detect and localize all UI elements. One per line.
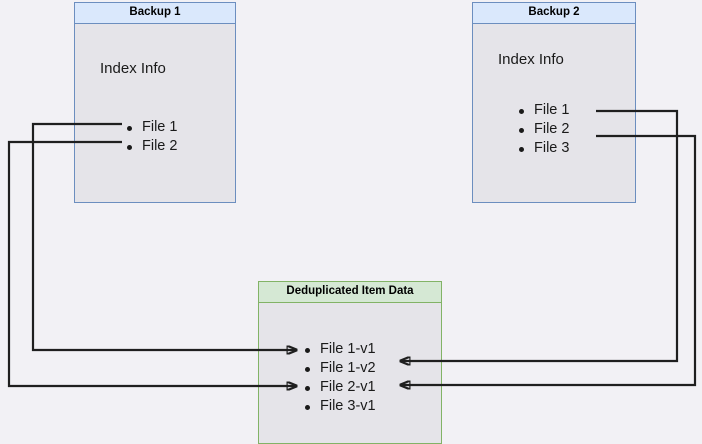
backup-1-file-list: File 1 File 2 bbox=[127, 118, 177, 156]
list-item[interactable]: File 1 bbox=[127, 118, 177, 137]
list-item[interactable]: File 1 bbox=[519, 101, 569, 120]
list-item[interactable]: File 3-v1 bbox=[305, 397, 376, 416]
list-item[interactable]: File 1-v1 bbox=[305, 340, 376, 359]
deduplicated-file-list: File 1-v1 File 1-v2 File 2-v1 File 3-v1 bbox=[305, 340, 376, 416]
list-item[interactable]: File 2 bbox=[519, 120, 569, 139]
backup-2-header: Backup 2 bbox=[473, 3, 635, 24]
backup-2-section-label: Index Info bbox=[498, 51, 564, 68]
list-item[interactable]: File 2-v1 bbox=[305, 378, 376, 397]
backup-1-header: Backup 1 bbox=[75, 3, 235, 24]
backup-2-file-list: File 1 File 2 File 3 bbox=[519, 101, 569, 158]
list-item[interactable]: File 1-v2 bbox=[305, 359, 376, 378]
backup-1-node[interactable]: Backup 1 Index Info File 1 File 2 bbox=[74, 2, 236, 203]
deduplicated-item-data-header: Deduplicated Item Data bbox=[259, 282, 441, 303]
backup-2-node[interactable]: Backup 2 Index Info File 1 File 2 File 3 bbox=[472, 2, 636, 203]
deduplicated-item-data-node[interactable]: Deduplicated Item Data File 1-v1 File 1-… bbox=[258, 281, 442, 444]
list-item[interactable]: File 2 bbox=[127, 137, 177, 156]
list-item[interactable]: File 3 bbox=[519, 139, 569, 158]
backup-1-section-label: Index Info bbox=[100, 60, 166, 77]
